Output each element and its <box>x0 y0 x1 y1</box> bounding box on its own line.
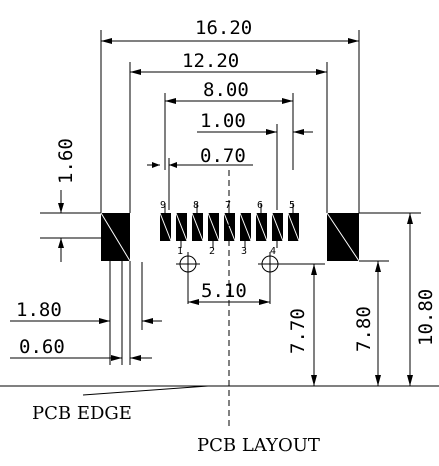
pin-number: 9 <box>160 200 166 211</box>
dim-left-gap-label: 0.60 <box>19 336 65 358</box>
dim-post-to-edge-label: 7.70 <box>287 308 309 354</box>
dim-pin-width-label: 0.70 <box>200 145 246 167</box>
pin-number: 1 <box>177 246 183 257</box>
mount-pad-right <box>326 212 360 262</box>
pin-pad <box>191 212 204 242</box>
pcb-layout-title: PCB LAYOUT <box>197 435 320 456</box>
dim-pad-to-edge-label: 7.80 <box>353 306 375 352</box>
mount-pad-left <box>100 212 131 262</box>
dim-top-to-edge: 10.80 <box>359 212 437 386</box>
locating-post-left <box>176 252 200 304</box>
dim-top-to-edge-label: 10.80 <box>415 289 437 346</box>
dim-pin-span-label: 8.00 <box>203 79 249 101</box>
pin-pads <box>159 212 300 242</box>
dim-post-spacing-label: 5.10 <box>201 280 247 302</box>
pin-pad <box>223 212 236 242</box>
pin-numbers-bottom: 1 2 3 4 <box>177 246 276 257</box>
dim-row-offset-label: 1.60 <box>55 138 77 184</box>
pin-number: 5 <box>289 200 295 211</box>
pin-pad <box>175 212 188 242</box>
dim-left-pad-width-label: 1.80 <box>16 299 62 321</box>
dim-left-pad-width: 1.80 <box>10 261 162 365</box>
dim-pitch: 1.00 <box>197 110 313 210</box>
dim-pin-width: 0.70 <box>147 145 253 210</box>
locating-post-right <box>258 252 282 304</box>
dim-overall-width-label: 16.20 <box>195 17 252 39</box>
dim-pad-to-edge: 7.80 <box>353 260 389 386</box>
pcb-edge-label: PCB EDGE <box>32 403 132 424</box>
dim-left-gap: 0.60 <box>10 261 152 365</box>
pin-number: 4 <box>270 246 276 257</box>
pin-pad <box>287 212 300 242</box>
dim-outer-pad-span: 12.20 <box>129 50 328 213</box>
dim-pin-span: 8.00 <box>164 79 294 170</box>
pin-number: 8 <box>193 200 199 211</box>
pin-numbers-top: 9 8 7 6 5 <box>160 200 295 211</box>
pin-pad <box>159 212 172 242</box>
pin-pad <box>271 212 284 242</box>
pin-number: 2 <box>209 246 215 257</box>
pin-number: 3 <box>241 246 247 257</box>
pin-number: 7 <box>225 200 231 211</box>
pin-pad <box>255 212 268 242</box>
dim-outer-pad-span-label: 12.20 <box>182 50 239 72</box>
dim-post-to-edge: 7.70 <box>270 263 325 386</box>
pcb-edge-leader <box>82 385 209 396</box>
pin-number: 6 <box>257 200 263 211</box>
dim-row-offset: 1.60 <box>40 138 101 262</box>
pin-pad <box>207 212 220 242</box>
pin-pad <box>239 212 252 242</box>
dim-pitch-label: 1.00 <box>200 110 246 132</box>
dim-overall-width: 16.20 <box>100 17 360 213</box>
